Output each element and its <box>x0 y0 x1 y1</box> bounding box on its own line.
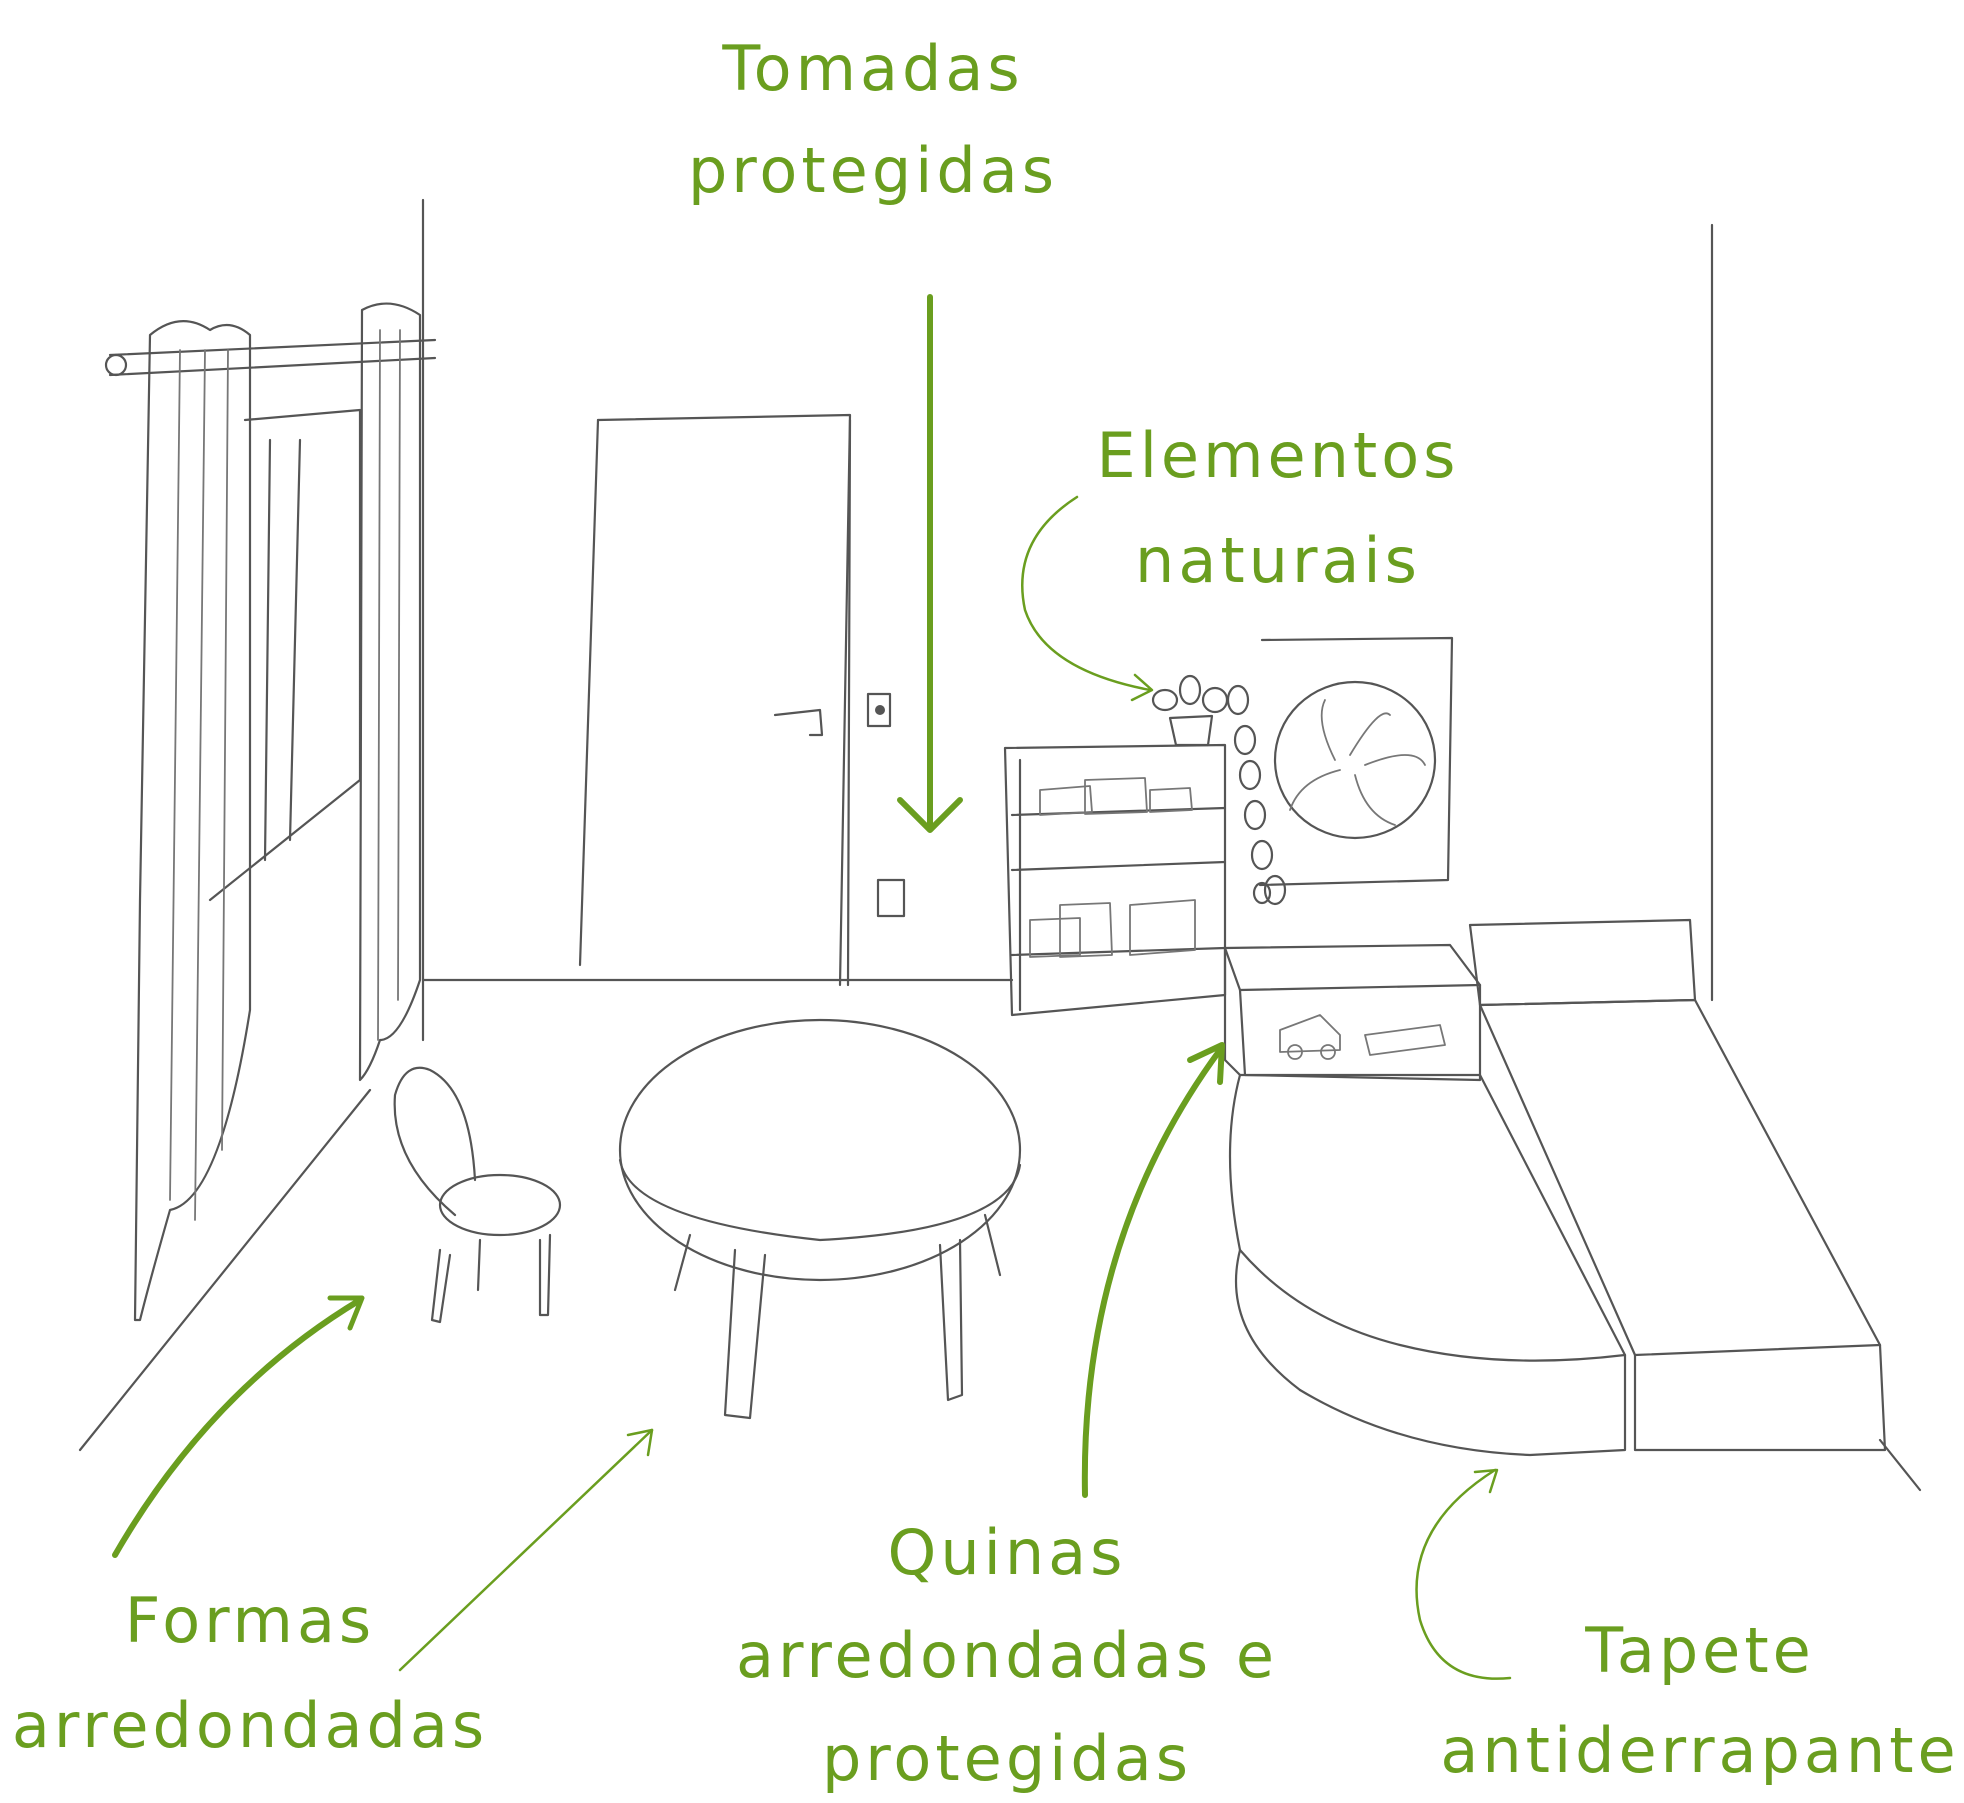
label-quinas-line3: protegidas <box>821 1722 1193 1795</box>
label-tapete-line1: Tapete <box>1585 1614 1815 1687</box>
plant-and-picture <box>1151 636 1454 906</box>
arrowhead-formas-table <box>626 1428 654 1457</box>
arrow-formas-chair <box>112 1297 363 1558</box>
label-tomadas-line2: protegidas <box>687 134 1059 207</box>
label-tomadas-line1: Tomadas <box>722 32 1024 105</box>
label-elementos-line2: naturais <box>1135 524 1421 597</box>
floor-bed <box>1228 918 1887 1457</box>
label-formas-line2: arredondadas <box>11 1689 489 1762</box>
arrow-formas-table <box>398 1428 654 1672</box>
label-tapete-line2: antiderrapante <box>1440 1714 1960 1787</box>
door <box>578 413 906 987</box>
window-curtains <box>104 302 437 1322</box>
toy-box <box>1223 943 1482 1082</box>
child-chair <box>393 1066 562 1324</box>
arrowhead-formas-chair <box>327 1295 365 1331</box>
arrowhead-tomadas <box>897 797 963 833</box>
arrow-elementos <box>1021 495 1152 692</box>
label-formas-line1: Formas <box>124 1584 376 1657</box>
label-quinas-line2: arredondadas e <box>735 1619 1279 1692</box>
annotation-arrows <box>112 294 1512 1680</box>
bookshelf <box>1003 743 1227 1017</box>
arrowhead-elementos <box>1130 673 1154 702</box>
arrow-quinas <box>1081 1047 1223 1498</box>
round-table <box>618 1018 1022 1420</box>
label-elementos-line1: Elementos <box>1096 419 1460 492</box>
label-quinas-line1: Quinas <box>887 1516 1127 1589</box>
arrow-tapete <box>1415 1468 1512 1680</box>
arrowhead-quinas <box>1187 1042 1225 1085</box>
arrowhead-tapete <box>1473 1468 1499 1494</box>
